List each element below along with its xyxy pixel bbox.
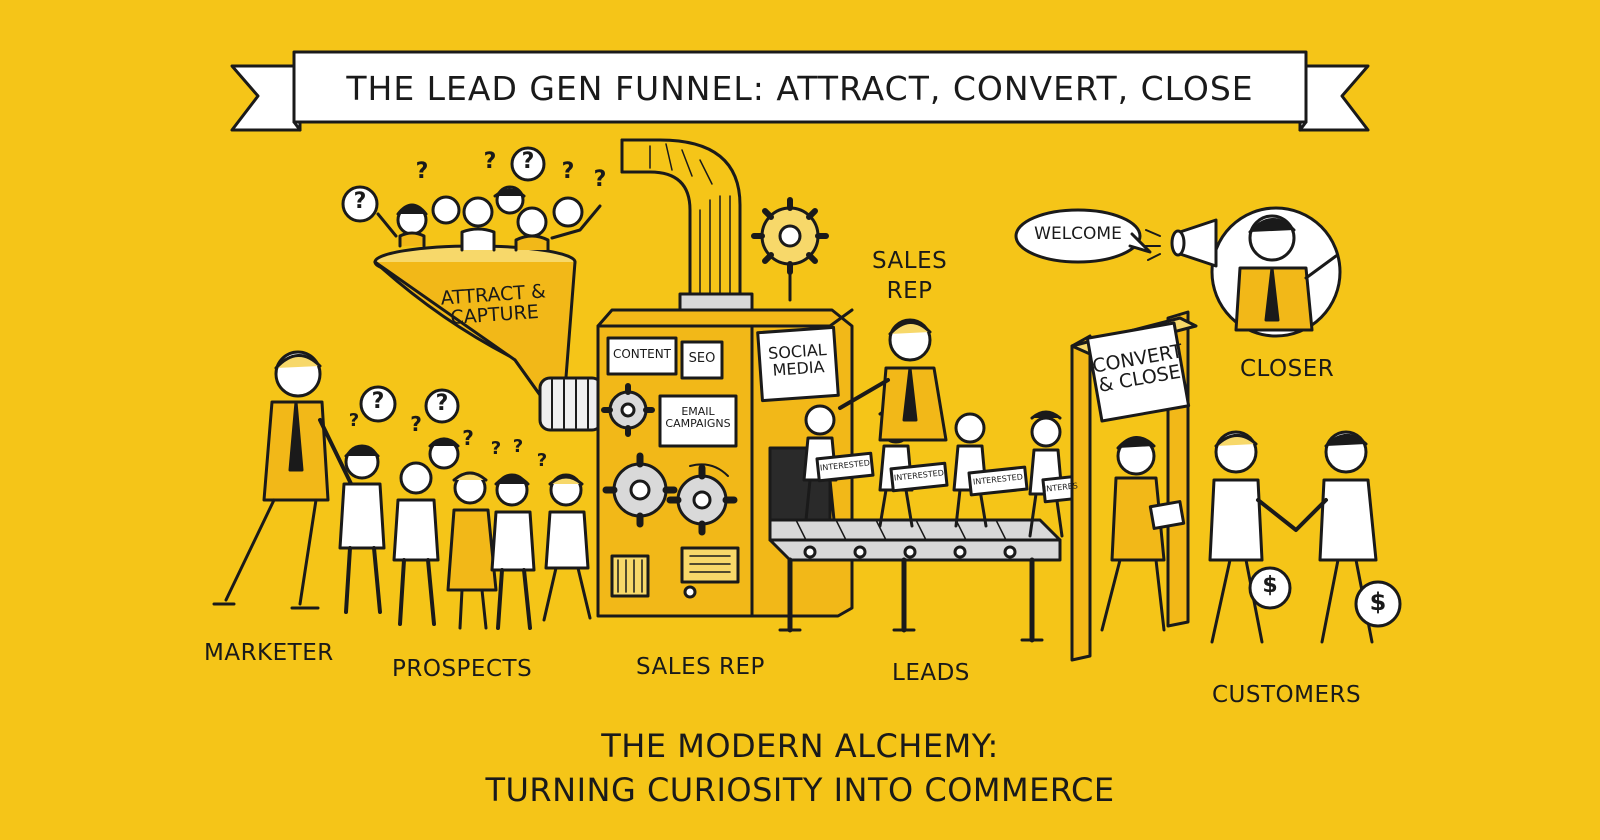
welcome-bubble	[1014, 208, 1152, 264]
panel-content: CONTENT	[612, 347, 672, 361]
label-sales-rep-top: SALES REP	[872, 248, 948, 304]
customer-with-envelope	[1100, 436, 1186, 632]
question-mark: ?	[521, 149, 535, 174]
sales-rep-figure	[838, 318, 948, 442]
convert-close-gate	[1070, 310, 1198, 662]
tagline-line-2: TURNING CURIOSITY INTO COMMERCE	[485, 771, 1115, 809]
marketer-figure	[212, 350, 358, 610]
title-ribbon	[230, 50, 1370, 132]
question-mark: ?	[410, 412, 422, 436]
label-customers: CUSTOMERS	[1212, 682, 1362, 708]
question-mark: ?	[490, 438, 502, 459]
label-prospects: PROSPECTS	[392, 656, 533, 682]
panel-email-campaigns: EMAIL CAMPAIGNS	[665, 405, 731, 430]
diagram-title: THE LEAD GEN FUNNEL: ATTRACT, CONVERT, C…	[346, 68, 1254, 108]
funnel	[373, 244, 604, 432]
question-mark: ?	[415, 159, 429, 184]
question-mark: ?	[348, 410, 360, 431]
money-bag-symbol: $	[1369, 588, 1387, 616]
question-mark: ?	[593, 167, 607, 192]
question-mark: ?	[371, 389, 385, 414]
label-marketer: MARKETER	[204, 640, 334, 666]
welcome-bubble-text: WELCOME	[1034, 224, 1122, 244]
panel-social-media: SOCIAL MEDIA	[767, 340, 828, 380]
closer-portrait	[1143, 206, 1342, 338]
prospects-crowd	[338, 437, 592, 630]
duct-pipe	[620, 138, 754, 312]
panel-seo: SEO	[688, 351, 716, 366]
top-gear	[751, 197, 829, 302]
crowd-in-funnel	[376, 185, 602, 252]
handshake-customers	[1208, 430, 1402, 644]
conveyor-belt	[768, 518, 1062, 643]
funnel-label: ATTRACT & CAPTURE	[439, 280, 547, 329]
question-mark: ?	[536, 450, 548, 471]
question-mark: ?	[353, 189, 367, 214]
question-mark: ?	[483, 149, 497, 174]
tagline: THE MODERN ALCHEMY: TURNING CURIOSITY IN…	[400, 724, 1200, 812]
question-mark: ?	[512, 436, 524, 457]
question-bubbles	[341, 146, 546, 424]
tagline-line-1: THE MODERN ALCHEMY:	[601, 727, 999, 765]
label-sales-rep-bottom: SALES REP	[636, 654, 765, 680]
question-mark: ?	[561, 159, 575, 184]
question-mark: ?	[435, 391, 449, 416]
label-closer: CLOSER	[1240, 356, 1335, 382]
money-bag-symbol: $	[1262, 573, 1278, 598]
question-mark: ?	[462, 426, 474, 450]
label-leads: LEADS	[892, 660, 970, 686]
